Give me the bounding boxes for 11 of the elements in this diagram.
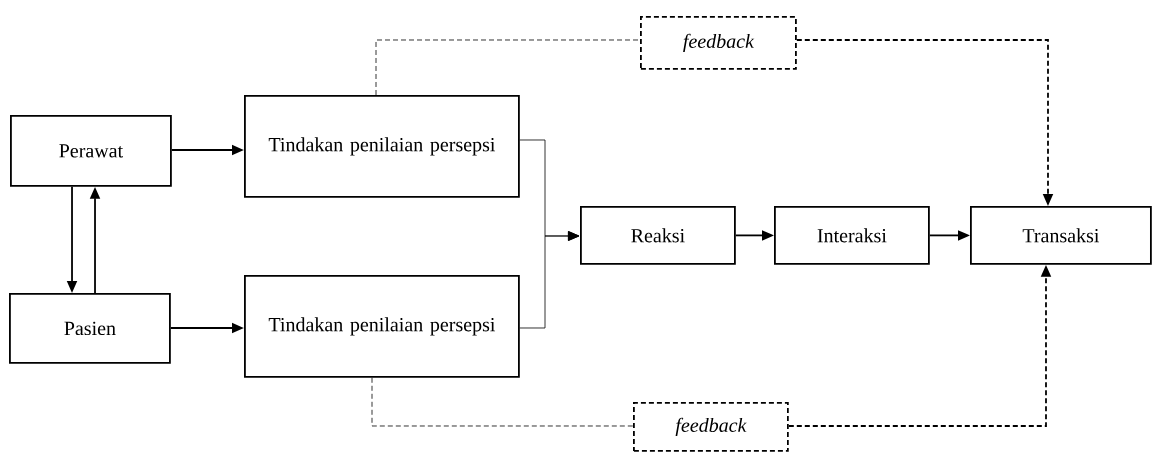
process-box: Reaksi (580, 206, 736, 265)
process-box: Tindakan penilaian persepsi (244, 275, 520, 378)
process-box: Interaksi (774, 206, 930, 265)
process-box: Perawat (10, 115, 172, 187)
process-box: Transaksi (970, 206, 1152, 265)
process-box: Pasien (9, 293, 171, 364)
arrow (519, 231, 580, 329)
feedback-box: feedback (633, 402, 789, 452)
feedback-box: feedback (640, 16, 797, 70)
process-box: Tindakan penilaian persepsi (244, 95, 520, 198)
connector-line (371, 377, 634, 427)
